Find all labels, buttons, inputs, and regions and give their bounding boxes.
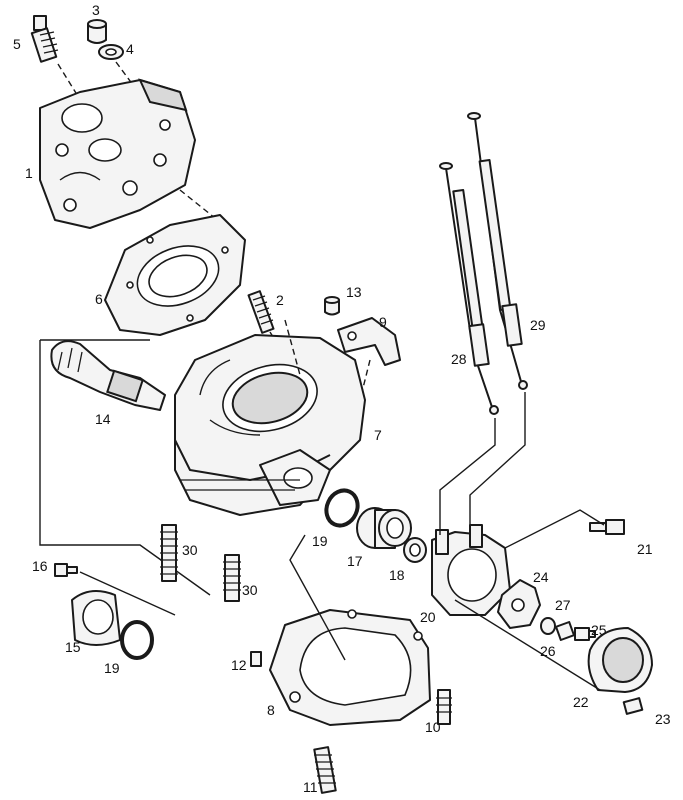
o-ring-upper	[324, 488, 360, 528]
cylinder-head	[39, 78, 196, 229]
callout-7: 7	[374, 427, 382, 443]
housing-screw	[589, 519, 625, 535]
head-gasket	[104, 214, 246, 336]
callout-5: 5	[13, 36, 21, 52]
cover-bolt-small	[574, 627, 596, 641]
callout-22: 22	[573, 694, 589, 710]
dowel-pin-10	[436, 689, 452, 725]
washer	[98, 44, 124, 60]
cable-bracket	[337, 317, 401, 366]
callout-14: 14	[95, 411, 111, 427]
cover-align-line	[454, 599, 601, 691]
callout-11: 11	[303, 779, 318, 795]
callout-2: 2	[276, 292, 284, 308]
inlet-screw	[54, 563, 78, 577]
callout-26: 26	[540, 643, 556, 659]
base-stud	[313, 746, 337, 794]
stud	[247, 290, 275, 334]
callout-6: 6	[95, 291, 103, 307]
bushing	[356, 507, 412, 549]
o-ring-lower	[120, 620, 154, 660]
callout-19-upper: 19	[312, 533, 328, 549]
callout-16: 16	[32, 558, 48, 574]
callout-9: 9	[379, 314, 387, 330]
callout-12: 12	[231, 657, 247, 673]
callout-8: 8	[267, 702, 275, 718]
callout-15: 15	[65, 639, 81, 655]
dowel-pin-12	[250, 651, 262, 667]
cylinder-stud-right	[223, 554, 241, 602]
callout-29: 29	[530, 317, 546, 333]
callout-20: 20	[420, 609, 436, 625]
callout-10: 10	[425, 719, 441, 735]
control-housing	[431, 524, 511, 616]
callout-25: 25	[591, 622, 607, 638]
callout-3: 3	[92, 2, 100, 18]
callout-30-left: 30	[182, 542, 198, 558]
callout-19-lower: 19	[104, 660, 120, 676]
callout-21: 21	[637, 541, 653, 557]
callout-30-right: 30	[242, 582, 258, 598]
cap-nut	[87, 19, 107, 44]
cylinder-stud-left	[160, 524, 178, 582]
gasket-leader	[289, 534, 346, 661]
callout-4: 4	[126, 41, 134, 57]
callout-23: 23	[655, 711, 671, 727]
rotor-washer	[540, 617, 556, 635]
callout-1: 1	[25, 165, 33, 181]
bracket-nut	[324, 296, 340, 316]
housing-cover	[587, 627, 653, 693]
base-gasket	[269, 609, 431, 726]
rotor	[497, 579, 541, 629]
cable-28	[439, 162, 499, 415]
inlet-fitting	[71, 590, 121, 646]
cylinder	[174, 334, 366, 516]
callout-17: 17	[347, 553, 363, 569]
inlet-screw-line	[79, 571, 176, 616]
cable-29	[467, 112, 528, 390]
callout-18: 18	[389, 567, 405, 583]
callout-27: 27	[555, 597, 571, 613]
callout-28: 28	[451, 351, 467, 367]
seal-washer	[403, 537, 427, 563]
cable-29-path-line	[469, 392, 526, 525]
callout-24: 24	[533, 569, 549, 585]
exhaust-valve	[50, 340, 166, 411]
cable-28-path-line	[439, 418, 496, 535]
housing-screw-line	[504, 509, 605, 549]
callout-13: 13	[346, 284, 362, 300]
rotor-nut	[555, 621, 575, 641]
spark-plug	[30, 15, 59, 63]
cover-screw	[622, 697, 644, 715]
